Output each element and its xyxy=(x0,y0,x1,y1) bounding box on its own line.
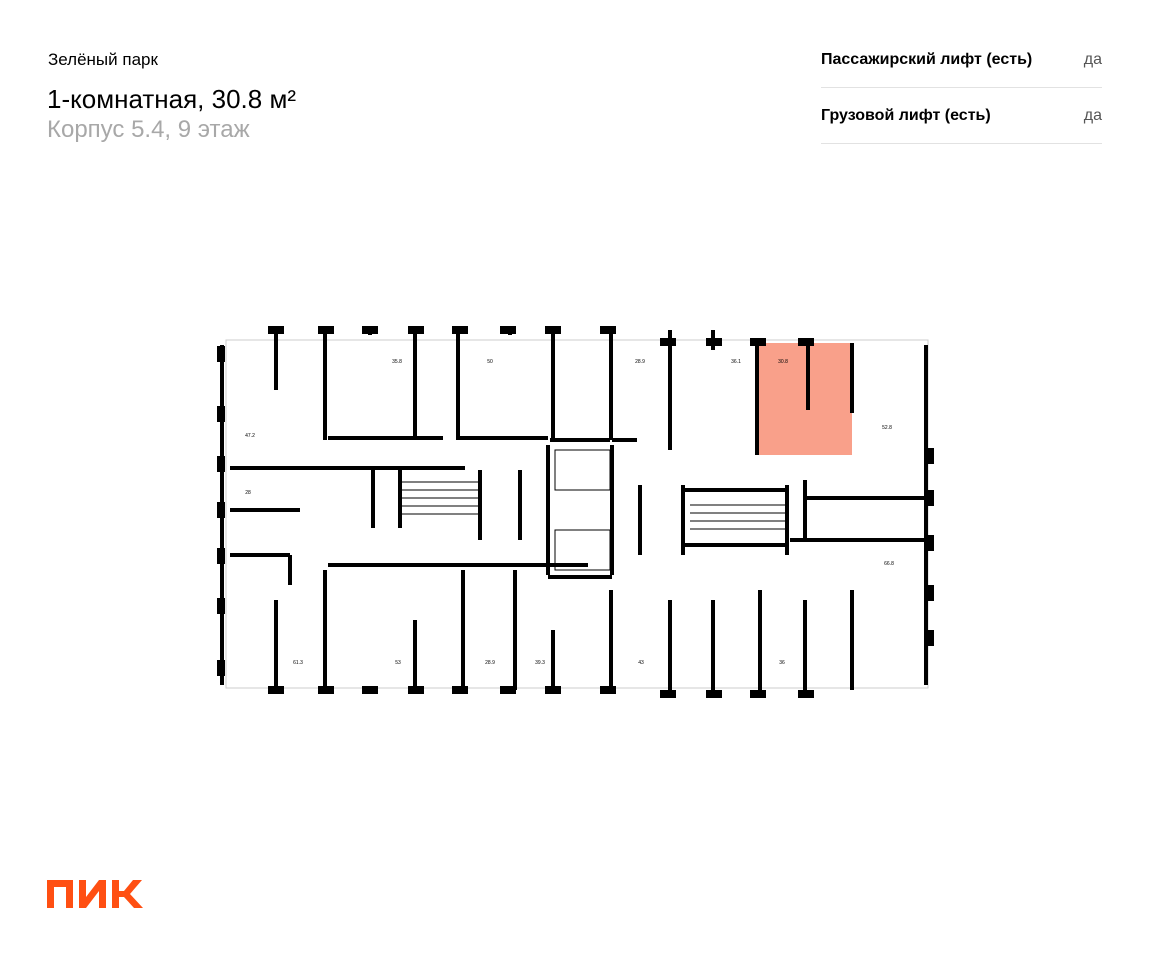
unit-label: 36 xyxy=(779,660,785,666)
spec-label: Пассажирский лифт (есть) xyxy=(821,50,1033,68)
spec-row-freight-lift: Грузовой лифт (есть) да xyxy=(821,88,1102,144)
pik-logo xyxy=(47,880,143,908)
selected-apartment[interactable] xyxy=(757,343,852,455)
wall-piers xyxy=(217,326,934,698)
specs-list: Пассажирский лифт (есть) да Грузовой лиф… xyxy=(821,32,1102,144)
spec-value: да xyxy=(1083,106,1102,124)
unit-label: 47.2 xyxy=(245,433,255,439)
apartment-subtitle: Корпус 5.4, 9 этаж xyxy=(47,116,250,143)
unit-label: 50 xyxy=(487,359,493,365)
unit-label: 39.3 xyxy=(535,660,545,666)
unit-label: 28.9 xyxy=(635,359,645,365)
spec-value: да xyxy=(1083,50,1102,68)
apartment-title: 1-комнатная, 30.8 м² xyxy=(47,84,296,114)
unit-label: 53 xyxy=(395,660,401,666)
unit-label: 61.3 xyxy=(293,660,303,666)
unit-label: 66.8 xyxy=(884,561,894,567)
spec-label: Грузовой лифт (есть) xyxy=(821,106,991,124)
unit-label: 52.8 xyxy=(882,425,892,431)
unit-label: 28 xyxy=(245,490,251,496)
unit-area-labels: 47.2 28 35.8 50 28.9 36.1 30.8 52.8 66.8… xyxy=(245,359,894,666)
unit-label: 30.8 xyxy=(778,359,788,365)
unit-label: 28.9 xyxy=(485,660,495,666)
unit-label: 35.8 xyxy=(392,359,402,365)
unit-label: 43 xyxy=(638,660,644,666)
spec-row-passenger-lift: Пассажирский лифт (есть) да xyxy=(821,32,1102,88)
project-name: Зелёный парк xyxy=(48,50,158,69)
unit-label: 36.1 xyxy=(731,359,741,365)
